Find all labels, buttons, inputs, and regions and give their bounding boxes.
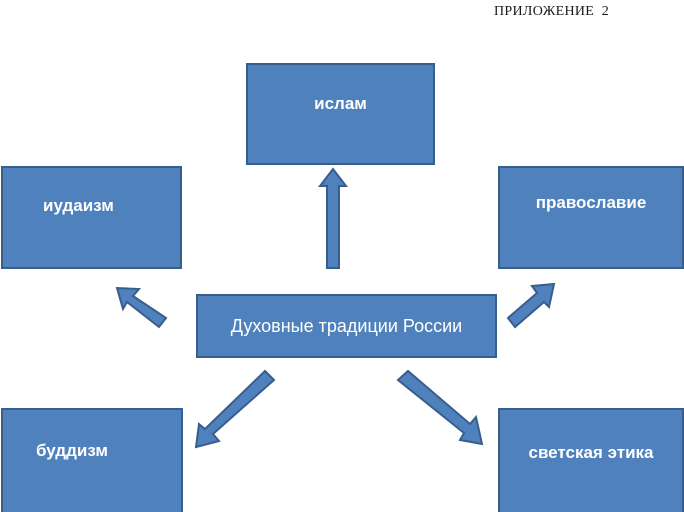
center-box: Духовные традиции России — [196, 294, 497, 358]
buddhism-box: буддизм — [1, 408, 183, 512]
islam-box: ислам — [246, 63, 435, 165]
arrow-to-islam — [317, 167, 349, 269]
appendix-label: ПРИЛОЖЕНИЕ 2 — [494, 4, 610, 19]
islam-label: ислам — [314, 94, 367, 113]
arrow-to-orthodoxy — [506, 282, 556, 329]
orthodoxy-box: православие — [498, 166, 684, 269]
orthodoxy-label: православие — [535, 193, 647, 212]
center-label: Духовные традиции России — [230, 315, 463, 336]
secular-ethics-box: светская этика — [498, 408, 684, 512]
secular-ethics-label: светская этика — [528, 443, 654, 462]
arrow-to-secular-ethics — [396, 369, 484, 446]
judaism-label: иудаизм — [43, 196, 114, 215]
arrow-to-judaism — [115, 286, 168, 329]
buddhism-label: буддизм — [36, 441, 108, 460]
arrow-to-buddhism — [194, 369, 276, 449]
judaism-box: иудаизм — [1, 166, 182, 269]
